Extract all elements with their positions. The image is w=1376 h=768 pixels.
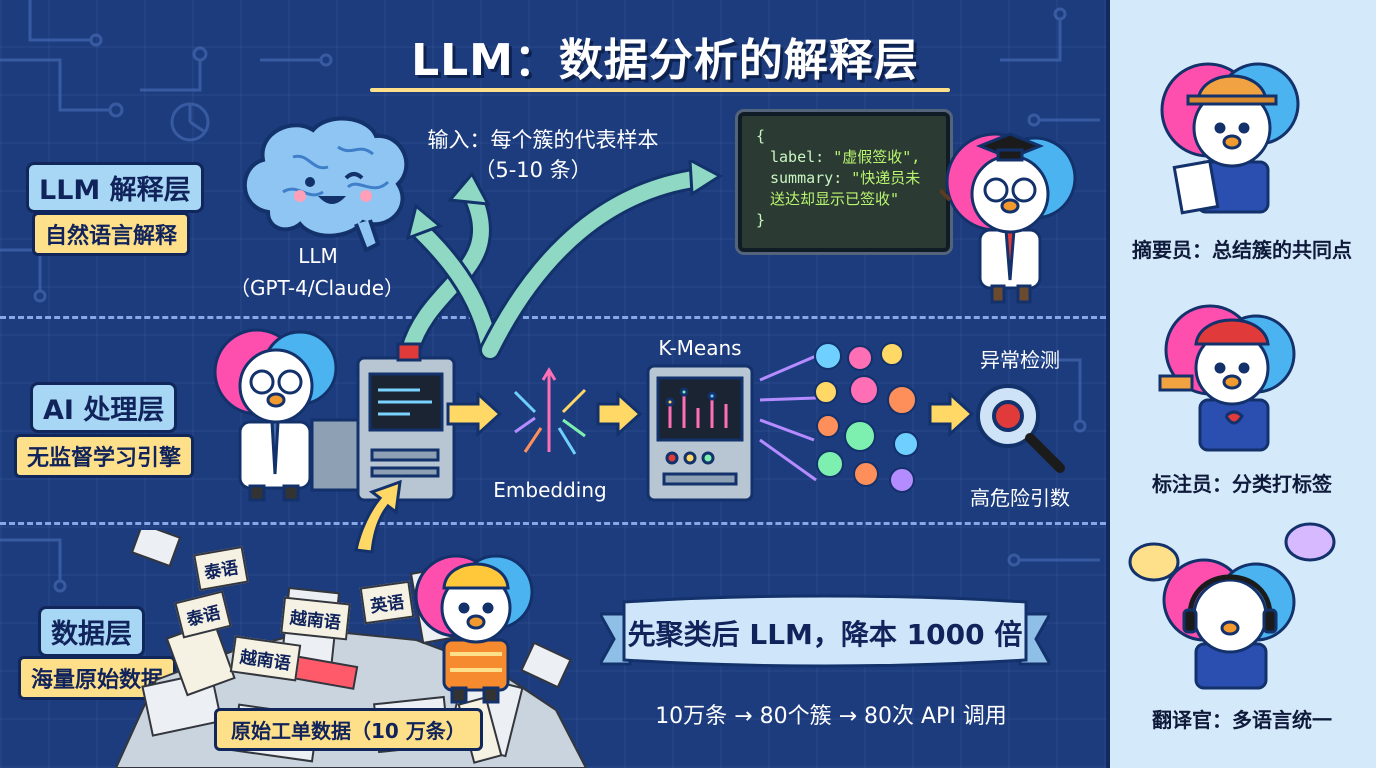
- label-gun-cat-icon: [1158, 304, 1296, 452]
- page-title: LLM：数据分析的解释层: [411, 35, 919, 86]
- code-close-brace: }: [756, 211, 766, 229]
- server-machine-icon: [310, 342, 456, 502]
- title-underline: [370, 88, 950, 92]
- embedding-label: Embedding: [493, 478, 607, 502]
- ai-layer-label: AI 处理层: [30, 382, 178, 433]
- kmeans-machine-icon: [646, 364, 754, 502]
- layer-divider-bottom: [0, 522, 1106, 525]
- code-summary-value-2: 送达却显示已签收": [770, 190, 900, 208]
- paper-tag-vietnamese-1: 越南语: [280, 596, 351, 641]
- anomaly-label: 异常检测: [980, 348, 1060, 372]
- cost-banner-text: 先聚类后 LLM，降本 1000 倍: [627, 618, 1023, 651]
- magnifier-icon: [976, 384, 1065, 473]
- data-layer-label: 数据层: [38, 606, 145, 657]
- kmeans-label: K-Means: [658, 336, 742, 360]
- llm-layer-sublabel: 自然语言解释: [32, 212, 191, 256]
- llm-flow-arrows: [399, 160, 723, 360]
- role-translator-label: 翻译官：多语言统一: [1152, 708, 1332, 732]
- flow-arrows: [354, 390, 975, 554]
- scientist-cat-icon: [213, 328, 338, 502]
- high-risk-label: 高危险引数: [970, 486, 1070, 510]
- worker-cat-icon: [414, 554, 534, 704]
- code-summary-value-1: "快递员未: [851, 169, 921, 187]
- ai-layer-sublabel: 无监督学习引擎: [14, 434, 195, 478]
- code-open-brace: {: [756, 127, 766, 145]
- brain-label-2: （GPT-4/Claude）: [229, 276, 405, 300]
- brain-icon: [242, 116, 409, 252]
- professor-cat-icon: [940, 132, 1077, 304]
- llm-output-board: { label: "虚假签收", summary: "快递员未 送达却显示已签收…: [738, 112, 950, 252]
- input-caption-2: （5-10 条）: [474, 158, 592, 182]
- brain-label-1: LLM: [298, 244, 338, 268]
- llm-layer-label: LLM 解释层: [26, 162, 204, 213]
- code-label-key: label:: [770, 148, 834, 166]
- code-label-value: "虚假签收",: [833, 148, 921, 166]
- input-caption-1: 输入：每个簇的代表样本: [427, 128, 659, 152]
- pipeline-flow-text: 10万条 → 80个簇 → 80次 API 调用: [655, 704, 1007, 729]
- code-summary-key: summary:: [770, 169, 852, 187]
- role-summarizer-label: 摘要员：总结簇的共同点: [1132, 238, 1352, 262]
- notepad-cat-icon: [1160, 62, 1300, 215]
- headset-cat-icon: [1128, 522, 1336, 690]
- raw-data-box: 原始工单数据（10 万条）: [214, 708, 483, 751]
- layer-divider-top: [0, 316, 1106, 319]
- paper-tag-english: 英语: [359, 580, 415, 625]
- role-labeler-label: 标注员：分类打标签: [1152, 472, 1332, 496]
- cost-banner-ribbon: [600, 594, 1050, 668]
- cluster-blobs-icon: [759, 342, 919, 493]
- embedding-vectors-icon: [513, 367, 587, 455]
